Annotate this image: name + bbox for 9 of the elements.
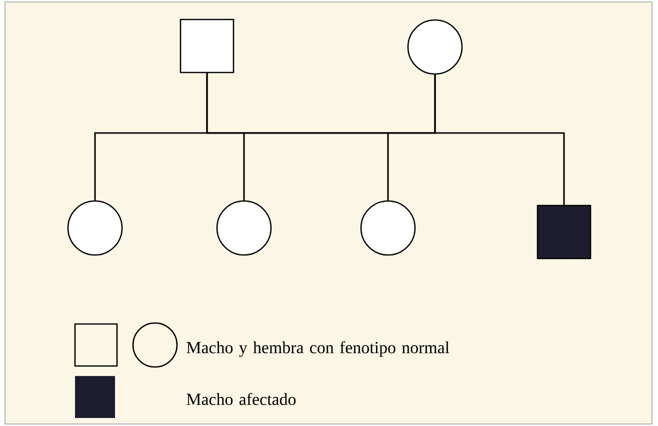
square-symbol xyxy=(180,18,234,74)
legend-text: Macho afectado xyxy=(186,392,296,406)
pedigree-line xyxy=(434,74,565,205)
legend-text: Macho y hembra con fenotipo normal xyxy=(186,341,450,357)
circle-symbol xyxy=(216,200,272,256)
circle-symbol xyxy=(360,200,416,256)
circle-symbol xyxy=(67,200,123,256)
filled-square-symbol xyxy=(536,204,592,260)
circle-symbol xyxy=(407,19,463,75)
